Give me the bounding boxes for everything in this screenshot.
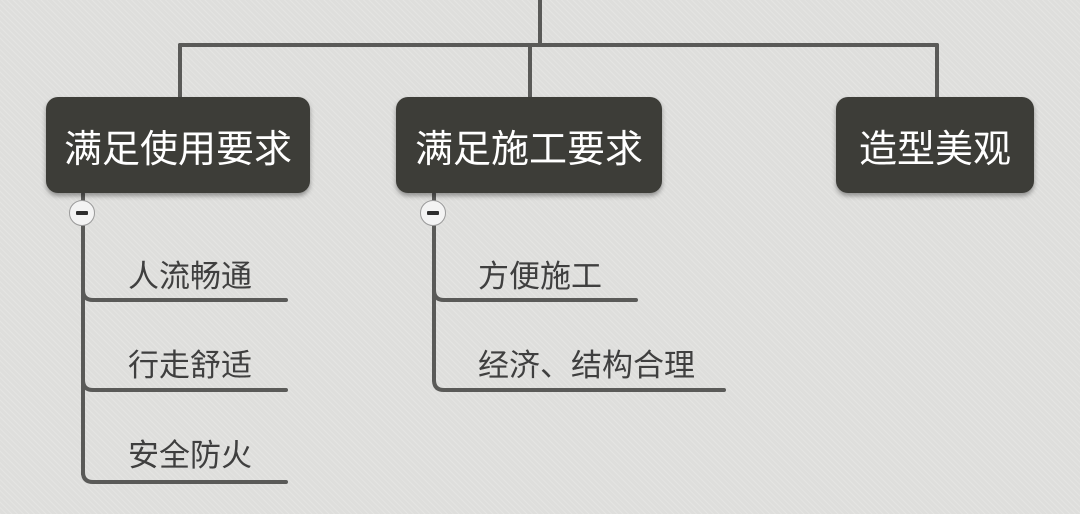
sub-connector-2-1 [432, 288, 638, 302]
topic-3[interactable]: 造型美观 [836, 97, 1034, 193]
topic-2-label: 满足施工要求 [414, 126, 643, 171]
topic-3-label: 造型美观 [858, 126, 1011, 171]
topic-1[interactable]: 满足使用要求 [46, 97, 310, 193]
sub-connector-2-2 [432, 378, 726, 392]
sub-connector-1-3 [81, 470, 288, 484]
sub-connector-1-1 [81, 288, 288, 302]
subtopic-1-3[interactable]: 安全防火 [128, 438, 252, 474]
subtopic-1-1[interactable]: 人流畅通 [128, 259, 252, 295]
sub-connector-1-2 [81, 378, 288, 392]
minus-icon [76, 211, 88, 215]
collapse-button-topic-2[interactable] [420, 200, 446, 226]
topic-1-label: 满足使用要求 [63, 126, 292, 171]
collapse-button-topic-1[interactable] [69, 200, 95, 226]
minus-icon [427, 211, 439, 215]
topic-2[interactable]: 满足施工要求 [396, 97, 662, 193]
subtopic-1-2[interactable]: 行走舒适 [128, 348, 252, 384]
subtopic-2-1[interactable]: 方便施工 [478, 259, 602, 295]
subtopic-2-2[interactable]: 经济、结构合理 [478, 348, 695, 384]
